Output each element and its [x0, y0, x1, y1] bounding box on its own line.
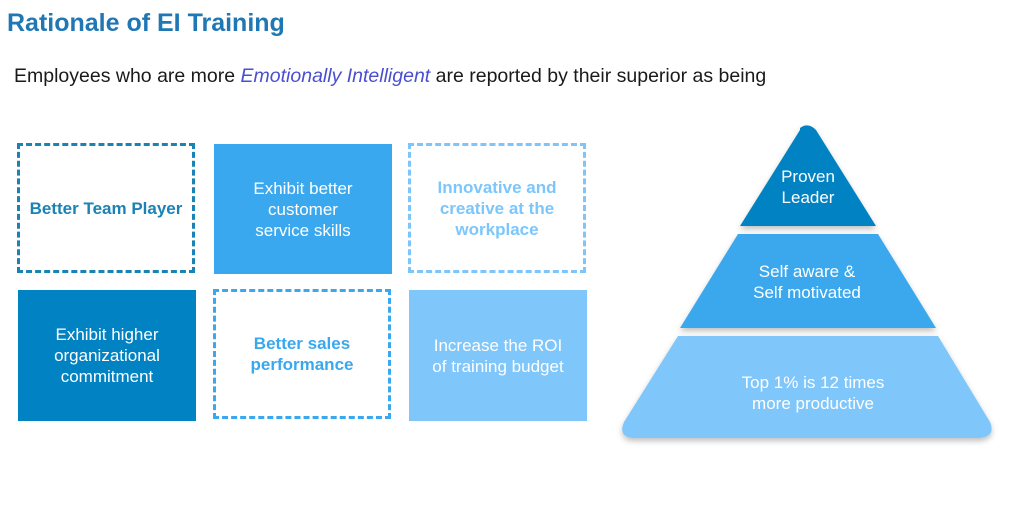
- trait-line: commitment: [60, 367, 154, 386]
- page-title: Rationale of EI Training: [7, 9, 285, 37]
- pyramid-label-bottom: Top 1% is 12 times more productive: [742, 372, 885, 414]
- trait-line: Better Team Player: [29, 198, 183, 218]
- trait-line: Better sales: [253, 334, 351, 353]
- trait-line: Increase the ROI: [433, 335, 563, 355]
- trait-line: Innovative and: [437, 177, 557, 197]
- subtitle-before: Employees who are more: [14, 65, 241, 87]
- pyramid-line: Leader: [781, 188, 835, 207]
- subtitle: Employees who are more Emotionally Intel…: [14, 65, 766, 88]
- trait-box-innovative: Innovative and creative at the workplace: [408, 143, 586, 273]
- pyramid-label-middle: Self aware & Self motivated: [753, 261, 861, 303]
- trait-box-sales: Better sales performance: [213, 289, 391, 419]
- trait-line: service skills: [255, 220, 351, 240]
- pyramid-graphic: [622, 125, 992, 438]
- trait-text: Better sales performance: [251, 333, 354, 375]
- subtitle-emphasis: Emotionally Intelligent: [240, 65, 431, 87]
- trait-text: Better Team Player: [30, 198, 183, 219]
- trait-line: Exhibit higher: [55, 325, 159, 344]
- trait-line: creative at the: [439, 198, 555, 218]
- pyramid: Proven Leader Self aware & Self motivate…: [610, 118, 1000, 448]
- trait-line: performance: [250, 355, 354, 374]
- trait-line: customer: [268, 199, 338, 219]
- trait-box-commitment: Exhibit higher organizational commitment: [18, 290, 196, 421]
- subtitle-after: are reported by their superior as being: [430, 65, 767, 87]
- trait-text: Innovative and creative at the workplace: [437, 177, 556, 240]
- trait-text: Exhibit better customer service skills: [253, 178, 352, 241]
- pyramid-line: Top 1% is 12 times: [741, 373, 885, 392]
- trait-box-customer-service: Exhibit better customer service skills: [214, 144, 392, 274]
- trait-text: Exhibit higher organizational commitment: [54, 324, 160, 387]
- pyramid-tier-bottom: [622, 336, 992, 438]
- pyramid-tier-top: [740, 125, 876, 226]
- pyramid-label-top: Proven Leader: [781, 166, 835, 208]
- trait-box-team-player: Better Team Player: [17, 143, 195, 273]
- trait-line: workplace: [455, 219, 539, 239]
- trait-text: Increase the ROI of training budget: [432, 335, 563, 377]
- pyramid-line: Proven: [781, 167, 835, 186]
- trait-line: Exhibit better: [253, 178, 353, 198]
- pyramid-line: more productive: [752, 394, 874, 413]
- pyramid-line: Self aware &: [758, 262, 856, 281]
- trait-box-roi: Increase the ROI of training budget: [409, 290, 587, 421]
- trait-line: of training budget: [432, 356, 564, 376]
- trait-line: organizational: [54, 346, 160, 365]
- pyramid-tier-middle: [680, 234, 936, 328]
- pyramid-line: Self motivated: [753, 283, 861, 302]
